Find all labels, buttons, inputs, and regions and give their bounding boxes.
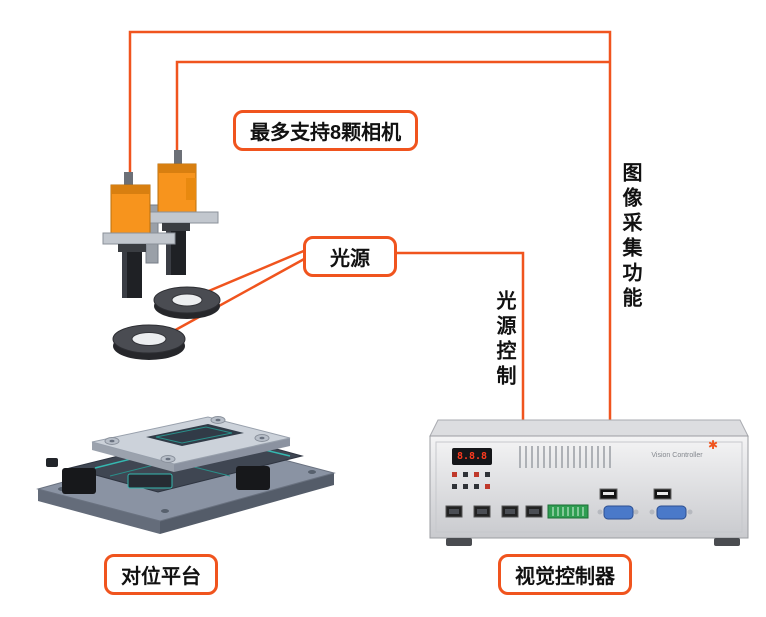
vga-port-2 (656, 505, 687, 520)
platform-illustration (36, 416, 336, 534)
light-control-label: 光源控制 (493, 290, 515, 390)
acquisition-line-inner (175, 60, 610, 162)
camera-group-illustration (102, 150, 219, 298)
connection-lines (128, 30, 612, 421)
led-display-window (452, 448, 492, 465)
controller-foot-left (446, 538, 472, 546)
vga-port-1 (603, 505, 634, 520)
controller-label: 视觉控制器 (498, 554, 632, 595)
vent-slots (519, 446, 611, 468)
light-pointer-line-1 (203, 248, 307, 295)
io-connectors (445, 488, 693, 520)
light-pointer-line-2 (169, 256, 307, 335)
ring-light-upper (153, 286, 221, 319)
controller-panel-text: Vision Controller (651, 452, 703, 459)
controller-illustration (429, 419, 749, 546)
image-acquisition-label: 图像采集功能 (619, 162, 641, 312)
light-source-label: 光源 (303, 236, 397, 277)
ring-lights-illustration (112, 286, 221, 360)
ring-light-lower (112, 324, 186, 360)
camera-right (149, 150, 219, 275)
panel-buttons (452, 472, 490, 489)
light-control-line (396, 251, 525, 421)
camera-count-label: 最多支持8颗相机 (233, 110, 419, 151)
led-display-value: 8.8.8 (456, 451, 488, 462)
controller-foot-right (714, 538, 740, 546)
brand-logo-icon: ✱ (708, 438, 719, 452)
camera-left (102, 172, 176, 298)
platform-label: 对位平台 (104, 554, 218, 595)
acquisition-line-outer (128, 30, 612, 421)
